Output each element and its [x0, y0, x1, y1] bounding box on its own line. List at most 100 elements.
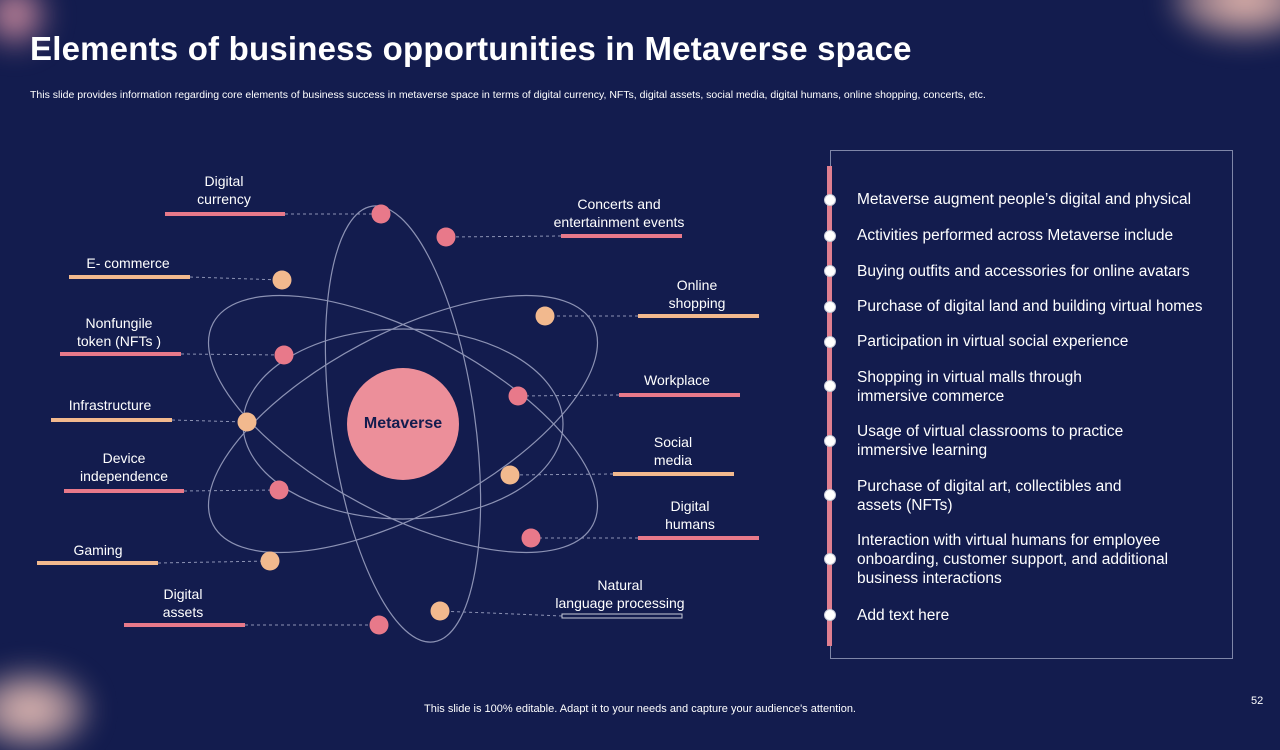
left-node-label-0-line-0: Digital [204, 173, 244, 189]
left-node-label-4-line-1: independence [80, 468, 168, 484]
right-node-label-1-line-0: Online [676, 277, 718, 293]
left-node-label-3: Infrastructure [69, 396, 151, 414]
left-node-dot-1 [272, 270, 292, 290]
panel-bullet-2 [824, 265, 836, 277]
left-label-bar-5 [37, 561, 158, 565]
panel-item-7: Purchase of digital art, collectibles an… [857, 477, 1122, 515]
right-label-bar-1 [638, 314, 759, 318]
left-label-bar-2 [60, 352, 181, 356]
left-node-dot-3 [237, 412, 257, 432]
slide-title: Elements of business opportunities in Me… [30, 30, 912, 67]
left-node-label-6-line-1: assets [162, 604, 204, 620]
left-node-label-1: E- commerce [86, 254, 169, 272]
right-node-label-0-line-0: Concerts and [577, 196, 661, 212]
panel-item-0: Metaverse augment people’s digital and p… [857, 190, 1191, 209]
panel-item-8-line-1: onboarding, customer support, and additi… [857, 551, 1169, 568]
right-label-bar-3 [613, 472, 734, 476]
panel-bullet-7 [824, 489, 836, 501]
right-node-label-5-line-0: Natural [597, 577, 643, 593]
panel-item-1: Activities performed across Metaverse in… [857, 226, 1173, 245]
right-node-label-4-line-0: Digital [670, 498, 710, 514]
panel-bullet-1 [824, 230, 836, 242]
left-node-label-3-line-0: Infrastructure [68, 397, 152, 413]
orbit-ring-2 [207, 294, 599, 554]
left-label-bar-4 [64, 489, 184, 493]
node-dot-group [237, 204, 555, 635]
right-connector-0 [445, 235, 562, 238]
left-connector-2 [180, 353, 285, 356]
panel-item-5-line-0: Shopping in virtual malls through [857, 369, 1082, 386]
left-label-bar-0 [165, 212, 285, 216]
left-node-label-6-line-0: Digital [163, 586, 203, 602]
panel-item-9-line-0: Add text here [857, 607, 950, 624]
panel-item-5-line-1: immersive commerce [857, 388, 1005, 405]
panel-item-4: Participation in virtual social experien… [857, 332, 1128, 351]
panel-item-3: Purchase of digital land and building vi… [857, 297, 1203, 316]
panel-item-6: Usage of virtual classrooms to practice i… [857, 422, 1123, 460]
left-node-label-1-line-0: E- commerce [86, 255, 170, 271]
left-connector-4 [183, 489, 280, 492]
left-node-dot-6 [369, 615, 389, 635]
left-node-label-2: Nonfungile token (NFTs ) [77, 314, 161, 350]
right-label-bar-4 [638, 536, 759, 540]
right-node-label-1-line-1: shopping [668, 295, 726, 311]
panel-item-8-line-0: Interaction with virtual humans for empl… [857, 532, 1161, 549]
panel-item-6-line-1: immersive learning [857, 442, 988, 459]
right-node-label-4-line-1: humans [665, 516, 715, 532]
right-node-dot-2 [508, 386, 528, 406]
right-node-dot-3 [500, 465, 520, 485]
left-node-dot-4 [269, 480, 289, 500]
left-node-dot-2 [274, 345, 294, 365]
panel-bullet-8 [824, 553, 836, 565]
panel-item-2: Buying outfits and accessories for onlin… [857, 262, 1190, 281]
panel-timeline-line [827, 166, 832, 646]
panel-item-5: Shopping in virtual malls through immersi… [857, 368, 1082, 406]
right-connector-3 [509, 473, 614, 476]
panel-item-6-line-0: Usage of virtual classrooms to practice [857, 423, 1124, 440]
panel-bullet-0 [824, 194, 836, 206]
hub-label: Metaverse [363, 415, 443, 432]
right-node-dot-0 [436, 227, 456, 247]
left-node-label-6: Digital assets [163, 585, 203, 621]
panel-item-7-line-1: assets (NFTs) [857, 497, 953, 514]
panel-bullet-6 [824, 435, 836, 447]
right-node-label-0-line-1: entertainment events [553, 214, 685, 230]
panel-item-9: Add text here [857, 606, 949, 625]
left-connector-5 [157, 560, 271, 564]
left-node-label-2-line-0: Nonfungile [85, 315, 153, 331]
right-connector-2 [517, 394, 620, 397]
panel-item-2-line-0: Buying outfits and accessories for onlin… [857, 263, 1190, 280]
left-label-bar-1 [69, 275, 190, 279]
panel-bullet-5 [824, 380, 836, 392]
right-label-bar-0 [561, 234, 682, 238]
right-node-dot-1 [535, 306, 555, 326]
left-node-dot-0 [371, 204, 391, 224]
left-label-bar-6 [124, 623, 245, 627]
left-node-dot-5 [260, 551, 280, 571]
page-number: 52 [1251, 695, 1264, 707]
panel-item-7-line-0: Purchase of digital art, collectibles an… [857, 478, 1122, 495]
right-node-label-5-line-1: language processing [555, 595, 685, 611]
panel-bullet-9 [824, 609, 836, 621]
left-node-label-2-line-1: token (NFTs ) [76, 333, 162, 349]
left-connector-3 [171, 419, 248, 423]
right-node-label-2: Workplace [644, 371, 710, 389]
right-connector-5 [439, 610, 563, 617]
left-node-label-5: Gaming [73, 541, 122, 559]
orbit-ring-1 [207, 294, 599, 554]
right-node-label-2-line-0: Workplace [644, 372, 710, 388]
left-connector-1 [189, 276, 283, 281]
right-node-dot-5 [430, 601, 450, 621]
right-node-label-5: Natural language processing [555, 576, 684, 612]
panel-item-8: Interaction with virtual humans for empl… [857, 531, 1168, 588]
right-label-bar-5 [561, 613, 683, 619]
left-label-bar-3 [51, 418, 172, 422]
left-node-label-5-line-0: Gaming [73, 542, 123, 558]
left-node-label-4-line-0: Device [102, 450, 146, 466]
panel-item-4-line-0: Participation in virtual social experien… [857, 333, 1129, 350]
metaverse-orbit-diagram [37, 204, 759, 643]
left-node-label-4: Device independence [80, 449, 168, 485]
panel-item-1-line-0: Activities performed across Metaverse in… [857, 227, 1174, 244]
